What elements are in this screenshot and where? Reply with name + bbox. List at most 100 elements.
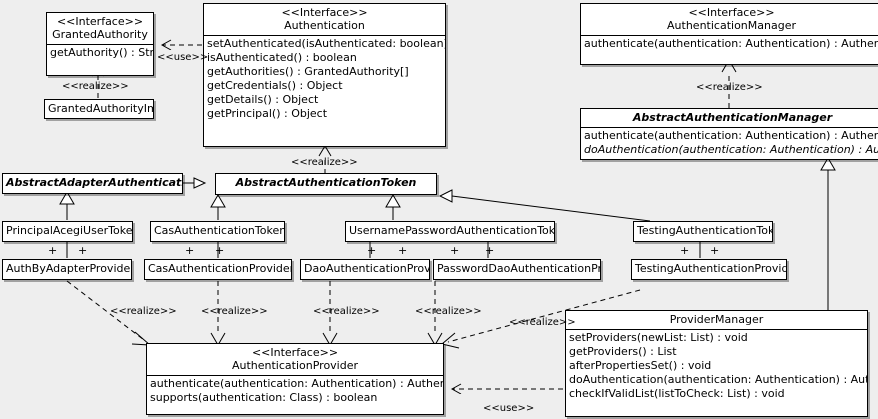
- method-item: getAuthority() : String: [50, 46, 154, 59]
- class-dao-authentication-provider[interactable]: DaoAuthenticationProvider: [300, 259, 430, 280]
- class-header: AbstractAuthenticationManager: [581, 109, 878, 127]
- class-abstract-authentication-token[interactable]: AbstractAuthenticationToken: [215, 173, 437, 195]
- class-name: AuthenticationManager: [667, 19, 796, 32]
- edge-casauthenticationtoken-generalizes-abstractauthenticationtoken: [210, 194, 226, 220]
- class-name: UsernamePasswordAuthenticationToken: [349, 224, 555, 237]
- method-item: authenticate(authentication: Authenticat…: [584, 129, 878, 142]
- class-name: TestingAuthenticationProvider: [635, 262, 787, 275]
- edge-providermanager-generalizes-abstractauthenticationmanager: [820, 157, 836, 310]
- class-name: CasAuthenticationToken: [154, 224, 285, 237]
- class-header: <<Interface>> AuthenticationProvider: [147, 344, 443, 375]
- edge-label-use-grantedauthority: <<use>>: [157, 52, 209, 63]
- method-item: setAuthenticated(isAuthenticated: boolea…: [207, 37, 446, 50]
- class-name: CasAuthenticationProvider: [148, 262, 292, 275]
- edge-label-use-authenticationprovider: <<use>>: [483, 403, 535, 414]
- class-name: GrantedAuthorityImpl: [48, 102, 153, 115]
- class-header: TestingAuthenticationToken: [634, 222, 772, 240]
- multiplicity-plus: +: [680, 244, 690, 257]
- class-name: ProviderManager: [669, 313, 764, 326]
- class-cas-authentication-token[interactable]: CasAuthenticationToken: [150, 221, 285, 242]
- class-abstract-adapter-authentication-token[interactable]: AbstractAdapterAuthenticationToken: [2, 173, 183, 194]
- edge-label-realize-authentication: <<realize>>: [291, 157, 358, 168]
- class-name: AuthByAdapterProvider: [6, 262, 132, 275]
- class-granted-authority-impl[interactable]: GrantedAuthorityImpl: [44, 99, 154, 119]
- class-header: ProviderManager: [566, 311, 867, 329]
- class-name: AuthenticationProvider: [231, 359, 359, 372]
- method-item: getDetails() : Object: [207, 93, 319, 106]
- method-item: getProviders() : List: [569, 345, 677, 358]
- method-compartment: setAuthenticated(isAuthenticated: boolea…: [204, 35, 445, 122]
- method-item-abstract: doAuthentication(authentication: Authent…: [584, 143, 878, 156]
- edge-testingauthenticationtoken-generalizes-abstractauthenticationtoken: [438, 189, 651, 222]
- method-item: authenticate(authentication: Authenticat…: [584, 37, 878, 50]
- multiplicity-plus: +: [367, 244, 377, 257]
- edge-principalacegiusertoken-generalizes-abstractadapter: [59, 191, 75, 220]
- class-name: AbstractAdapterAuthenticationToken: [6, 176, 182, 189]
- method-compartment: authenticate(authentication: Authenticat…: [581, 35, 878, 52]
- class-testing-authentication-provider[interactable]: TestingAuthenticationProvider: [631, 259, 787, 280]
- class-password-dao-authentication-provider[interactable]: PasswordDaoAuthenticationProvider: [433, 259, 601, 280]
- class-abstract-authentication-manager[interactable]: AbstractAuthenticationManager authentica…: [580, 108, 878, 160]
- edge-label-realize-authenticationmanager: <<realize>>: [696, 82, 763, 93]
- class-authentication[interactable]: <<Interface>> Authentication setAuthenti…: [203, 3, 446, 147]
- class-granted-authority[interactable]: <<Interface>> GrantedAuthority getAuthor…: [46, 12, 154, 76]
- multiplicity-plus: +: [450, 244, 460, 257]
- class-header: AuthByAdapterProvider: [3, 260, 131, 278]
- stereotype-label: <<Interface>>: [688, 6, 775, 19]
- method-item: authenticate(authentication: Authenticat…: [150, 377, 443, 390]
- class-name: DaoAuthenticationProvider: [304, 262, 430, 275]
- class-provider-manager[interactable]: ProviderManager setProviders(newList: Li…: [565, 310, 868, 417]
- method-item: checkIfValidList(listToCheck: List) : vo…: [569, 387, 785, 400]
- stereotype-label: <<Interface>>: [251, 346, 339, 359]
- class-principal-acegi-user-token[interactable]: PrincipalAcegiUserToken: [2, 221, 133, 242]
- class-header: CasAuthenticationToken: [151, 222, 284, 240]
- method-item: afterPropertiesSet() : void: [569, 359, 712, 372]
- method-compartment: getAuthority() : String: [47, 44, 153, 61]
- multiplicity-plus: +: [48, 244, 58, 257]
- edge-label-realize-testingauthenticationprovider: <<realize>>: [509, 317, 576, 328]
- class-header: <<Interface>> AuthenticationManager: [581, 4, 878, 35]
- method-item: supports(authentication: Class) : boolea…: [150, 391, 378, 404]
- class-name: Authentication: [284, 19, 365, 32]
- multiplicity-plus: +: [398, 244, 408, 257]
- class-header: GrantedAuthorityImpl: [45, 100, 153, 118]
- class-testing-authentication-token[interactable]: TestingAuthenticationToken: [633, 221, 773, 242]
- class-name: PrincipalAcegiUserToken: [6, 224, 133, 237]
- multiplicity-plus: +: [215, 244, 225, 257]
- class-header: DaoAuthenticationProvider: [301, 260, 429, 278]
- multiplicity-plus: +: [78, 244, 88, 257]
- method-item: isAuthenticated() : boolean: [207, 51, 357, 64]
- multiplicity-plus: +: [485, 244, 495, 257]
- class-name: AbstractAuthenticationManager: [632, 111, 833, 124]
- edge-label-realize-grantedauthority: <<realize>>: [62, 81, 129, 92]
- stereotype-label: <<Interface>>: [281, 6, 368, 19]
- class-name: AbstractAuthenticationToken: [235, 176, 417, 189]
- class-authentication-manager[interactable]: <<Interface>> AuthenticationManager auth…: [580, 3, 878, 65]
- class-header: CasAuthenticationProvider: [145, 260, 291, 278]
- stereotype-label: <<Interface>>: [56, 15, 144, 28]
- class-header: TestingAuthenticationProvider: [632, 260, 786, 278]
- class-auth-by-adapter-provider[interactable]: AuthByAdapterProvider: [2, 259, 132, 280]
- class-header: PrincipalAcegiUserToken: [3, 222, 132, 240]
- class-header: UsernamePasswordAuthenticationToken: [346, 222, 554, 240]
- edge-label-realize-passworddaoauthenticationprovider: <<realize>>: [415, 306, 482, 317]
- class-name: GrantedAuthority: [52, 28, 148, 41]
- method-item: setProviders(newList: List) : void: [569, 331, 748, 344]
- method-compartment: authenticate(authentication: Authenticat…: [147, 375, 443, 406]
- method-item: getAuthorities() : GrantedAuthority[]: [207, 65, 409, 78]
- class-name: TestingAuthenticationToken: [637, 224, 773, 237]
- class-name: PasswordDaoAuthenticationProvider: [437, 262, 600, 275]
- multiplicity-plus: +: [710, 244, 720, 257]
- class-authentication-provider[interactable]: <<Interface>> AuthenticationProvider aut…: [146, 343, 444, 415]
- method-compartment: setProviders(newList: List) : void getPr…: [566, 329, 867, 402]
- method-item: doAuthentication(authentication: Authent…: [569, 373, 868, 386]
- class-header: PasswordDaoAuthenticationProvider: [434, 260, 600, 278]
- edge-label-realize-authbyadapterprovider: <<realize>>: [110, 306, 177, 317]
- class-header: <<Interface>> GrantedAuthority: [47, 13, 153, 44]
- class-cas-authentication-provider[interactable]: CasAuthenticationProvider: [144, 259, 292, 280]
- class-username-password-authentication-token[interactable]: UsernamePasswordAuthenticationToken: [345, 221, 555, 242]
- method-item: getCredentials() : Object: [207, 79, 343, 92]
- class-header: <<Interface>> Authentication: [204, 4, 445, 35]
- edge-usernamepasswordtoken-generalizes-abstractauthenticationtoken: [385, 194, 401, 220]
